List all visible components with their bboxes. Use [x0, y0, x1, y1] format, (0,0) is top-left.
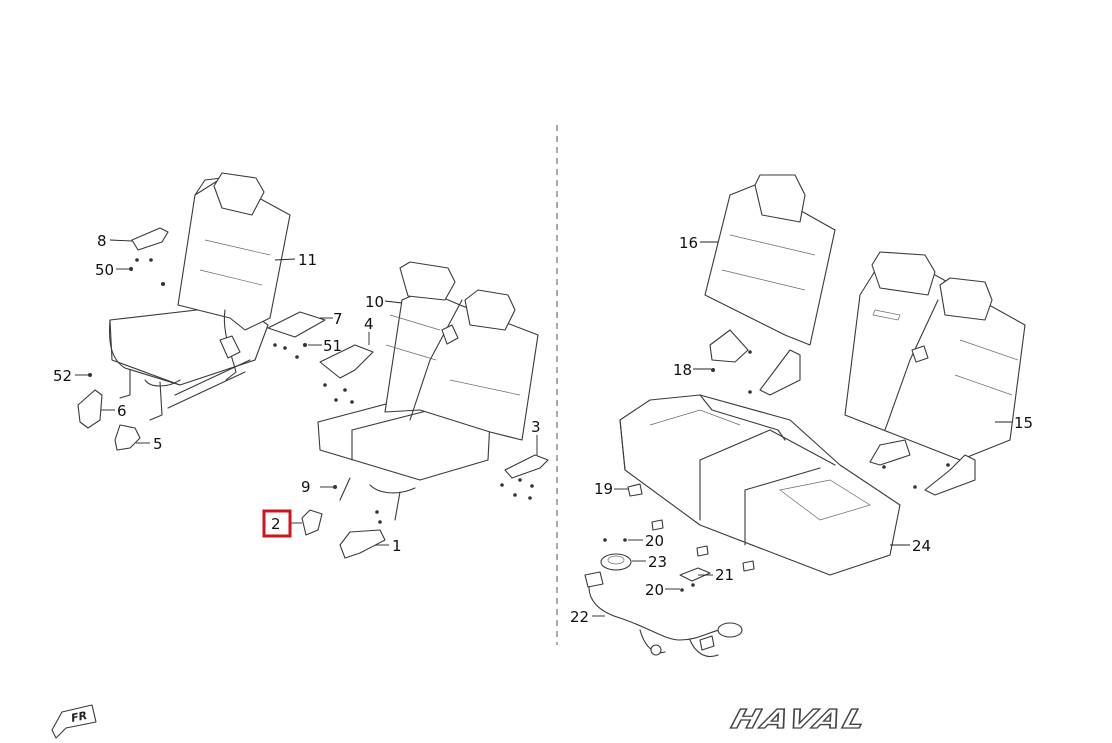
part-2-cover	[301, 509, 323, 536]
part-21-module	[679, 567, 711, 582]
part-5-bracket	[114, 424, 141, 451]
part-22-harness	[584, 571, 743, 658]
part-7-plate	[267, 311, 326, 338]
callout-8: 8	[97, 232, 107, 250]
cushion-assembly	[619, 394, 901, 576]
part-51-screws	[273, 343, 307, 359]
part-1-screws	[375, 510, 382, 524]
callout-22: 22	[570, 608, 589, 626]
callout-24: 24	[912, 537, 931, 555]
cushion-clips	[651, 519, 755, 572]
part-3-screws	[500, 478, 534, 500]
part-52-screw	[88, 373, 92, 377]
callout-23: 23	[648, 553, 667, 571]
callout-9: 9	[301, 478, 311, 496]
seatback-right-assembly	[844, 251, 1026, 496]
callout-21: 21	[715, 566, 734, 584]
callout-50: 50	[95, 261, 114, 279]
part-19-clip	[627, 483, 643, 497]
part-20-screws	[603, 538, 695, 592]
fr-label: FR	[70, 709, 88, 725]
highlight-box	[262, 509, 292, 538]
part-4-screws	[323, 383, 354, 404]
part-9-screw	[320, 485, 337, 489]
front-direction-arrow: FR	[51, 704, 97, 739]
single-seat-assembly	[108, 172, 291, 421]
callout-51: 51	[323, 337, 342, 355]
part-8-cover	[131, 227, 169, 251]
callout-5: 5	[153, 435, 163, 453]
callout-19: 19	[594, 480, 613, 498]
part-50-screws	[129, 258, 165, 286]
part-23-sensor	[600, 553, 632, 571]
callout-6: 6	[117, 402, 127, 420]
callout-20-lower: 20	[645, 581, 664, 599]
callout-10: 10	[365, 293, 384, 311]
part-6-bracket	[77, 389, 103, 429]
callout-20-upper: 20	[645, 532, 664, 550]
part-18-screws	[711, 350, 752, 394]
part-3-trim	[504, 454, 549, 479]
callout-1: 1	[392, 537, 402, 555]
callout-7: 7	[333, 310, 343, 328]
callout-11: 11	[298, 251, 317, 269]
seatback-left-assembly	[704, 174, 836, 396]
brand-logo-text: HAVAL	[728, 704, 871, 734]
callout-2[interactable]: 2	[271, 515, 281, 533]
callout-3: 3	[531, 418, 541, 436]
callout-52: 52	[53, 367, 72, 385]
leader-lines	[75, 239, 1012, 617]
part-15-screws	[882, 463, 950, 489]
part-4-plate	[319, 344, 374, 379]
part-1-cover	[339, 529, 386, 559]
callout-15: 15	[1014, 414, 1033, 432]
callout-4: 4	[364, 315, 374, 333]
callout-16: 16	[679, 234, 698, 252]
bench-seat-assembly	[317, 261, 539, 521]
callout-18: 18	[673, 361, 692, 379]
haval-logo: HAVAL	[727, 704, 871, 736]
